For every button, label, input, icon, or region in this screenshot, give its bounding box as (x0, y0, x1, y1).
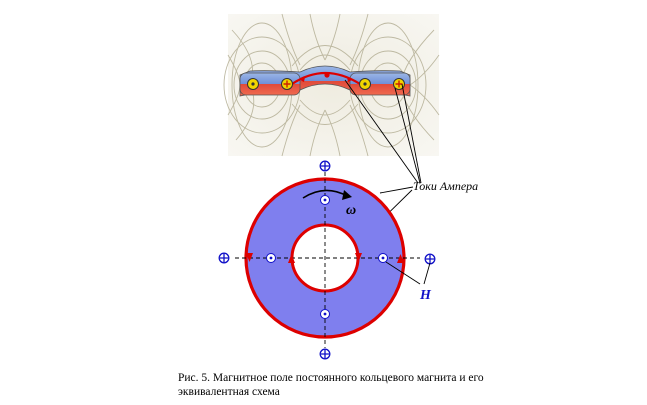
cross-marker (424, 253, 436, 265)
omega-label: ω (346, 203, 356, 218)
current-dot-symbol (247, 78, 259, 90)
figure-caption: Рис. 5. Магнитное поле постоянного кольц… (178, 371, 618, 399)
rotation-arrow (302, 189, 352, 200)
current-cross-symbol (393, 78, 405, 90)
caption-line-1: Рис. 5. Магнитное поле постоянного кольц… (178, 372, 484, 384)
current-arrows (246, 253, 404, 263)
cross-marker (319, 160, 331, 172)
h-label: H (419, 288, 432, 303)
dot-marker (378, 253, 388, 263)
caption-line-2: эквивалентная схема (178, 386, 280, 398)
ampere-currents-label: Токи Ампера (413, 179, 478, 193)
current-cross-symbol (281, 78, 293, 90)
dot-marker (320, 195, 330, 205)
dot-marker (266, 253, 276, 263)
dot-marker (320, 309, 330, 319)
cross-marker (319, 348, 331, 360)
current-dot-symbol (359, 78, 371, 90)
h-leader-lines (385, 261, 431, 285)
cross-marker (218, 252, 230, 264)
